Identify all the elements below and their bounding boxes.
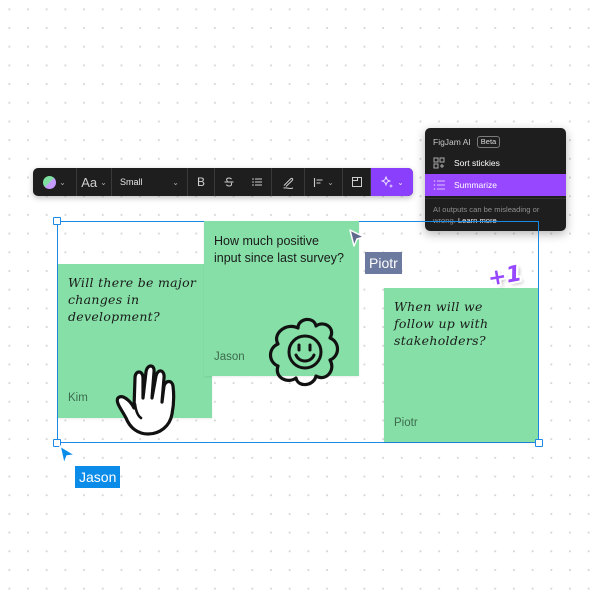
align-button[interactable]: ⌄ <box>305 168 343 196</box>
frame-button[interactable] <box>343 168 371 196</box>
resize-handle-top-left[interactable] <box>53 217 61 225</box>
font-label: Aa <box>81 174 98 190</box>
size-dropdown[interactable]: Small ⌄ <box>112 168 188 196</box>
menu-item-summarize[interactable]: Summarize <box>425 174 566 196</box>
waving-hand-sticker-icon[interactable] <box>114 364 178 438</box>
sticky-format-toolbar: ⌄ Aa⌄ Small⌄ B ⌄ ⌄ <box>33 168 413 196</box>
size-value: Small <box>120 177 143 187</box>
menu-item-sort-stickies[interactable]: Sort stickies <box>425 152 566 174</box>
sticky-text: Will there be major changes in developme… <box>68 275 197 324</box>
pen-icon <box>282 177 293 189</box>
sticky-author: Kim <box>68 392 88 404</box>
cursor-label-piotr: Piotr <box>365 252 402 274</box>
sticky-text: How much positive input since last surve… <box>214 234 344 265</box>
list-icon <box>433 180 445 190</box>
ai-disclaimer: AI outputs can be misleading or wrong. L… <box>433 205 561 226</box>
piotr-cursor-icon <box>349 229 365 247</box>
sticky-note-piotr[interactable]: When will we follow up with stakeholders… <box>384 288 538 442</box>
bold-button[interactable]: B <box>188 168 215 196</box>
chevron-down-icon: ⌄ <box>172 177 179 187</box>
jason-cursor-icon <box>59 445 76 465</box>
beta-badge: Beta <box>476 136 501 148</box>
strikethrough-button[interactable] <box>215 168 242 196</box>
menu-item-label: Sort stickies <box>454 158 500 168</box>
frame-icon <box>351 177 362 187</box>
bullet-list-button[interactable] <box>242 168 272 196</box>
menu-item-label: Summarize <box>454 180 497 190</box>
ai-menu-header: FigJam AI Beta <box>433 136 501 148</box>
divider <box>425 198 566 199</box>
font-button[interactable]: Aa⌄ <box>77 168 112 196</box>
draw-button[interactable] <box>272 168 305 196</box>
resize-handle-bottom-left[interactable] <box>53 439 61 447</box>
resize-handle-bottom-right[interactable] <box>535 439 543 447</box>
ai-button[interactable]: ⌄ <box>371 168 413 196</box>
sparkle-icon <box>381 176 393 188</box>
chevron-down-icon: ⌄ <box>327 177 334 187</box>
strikethrough-icon <box>224 177 233 187</box>
align-left-icon <box>314 177 323 187</box>
ai-menu-title: FigJam AI <box>433 137 471 147</box>
learn-more-link[interactable]: Learn more <box>457 215 497 225</box>
disclaimer-text: AI outputs can be misleading or wrong. <box>433 205 540 225</box>
color-picker-button[interactable]: ⌄ <box>33 168 77 196</box>
figjam-ai-menu: FigJam AI Beta Sort stickies Summarize A… <box>425 128 566 231</box>
smiley-flower-sticker-icon[interactable] <box>268 316 342 388</box>
sort-grid-icon <box>433 157 445 169</box>
color-swatch-icon <box>43 175 57 189</box>
sticky-author: Jason <box>214 351 245 363</box>
sticky-note-jason[interactable]: How much positive input since last surve… <box>204 221 359 376</box>
chevron-down-icon: ⌄ <box>100 177 107 187</box>
cursor-label-jason: Jason <box>75 466 121 488</box>
bullet-list-icon <box>251 178 262 186</box>
bold-label: B <box>196 175 205 189</box>
chevron-down-icon: ⌄ <box>59 177 66 187</box>
sticky-text: When will we follow up with stakeholders… <box>394 299 489 348</box>
sticky-author: Piotr <box>394 417 418 429</box>
chevron-down-icon: ⌄ <box>397 177 404 187</box>
